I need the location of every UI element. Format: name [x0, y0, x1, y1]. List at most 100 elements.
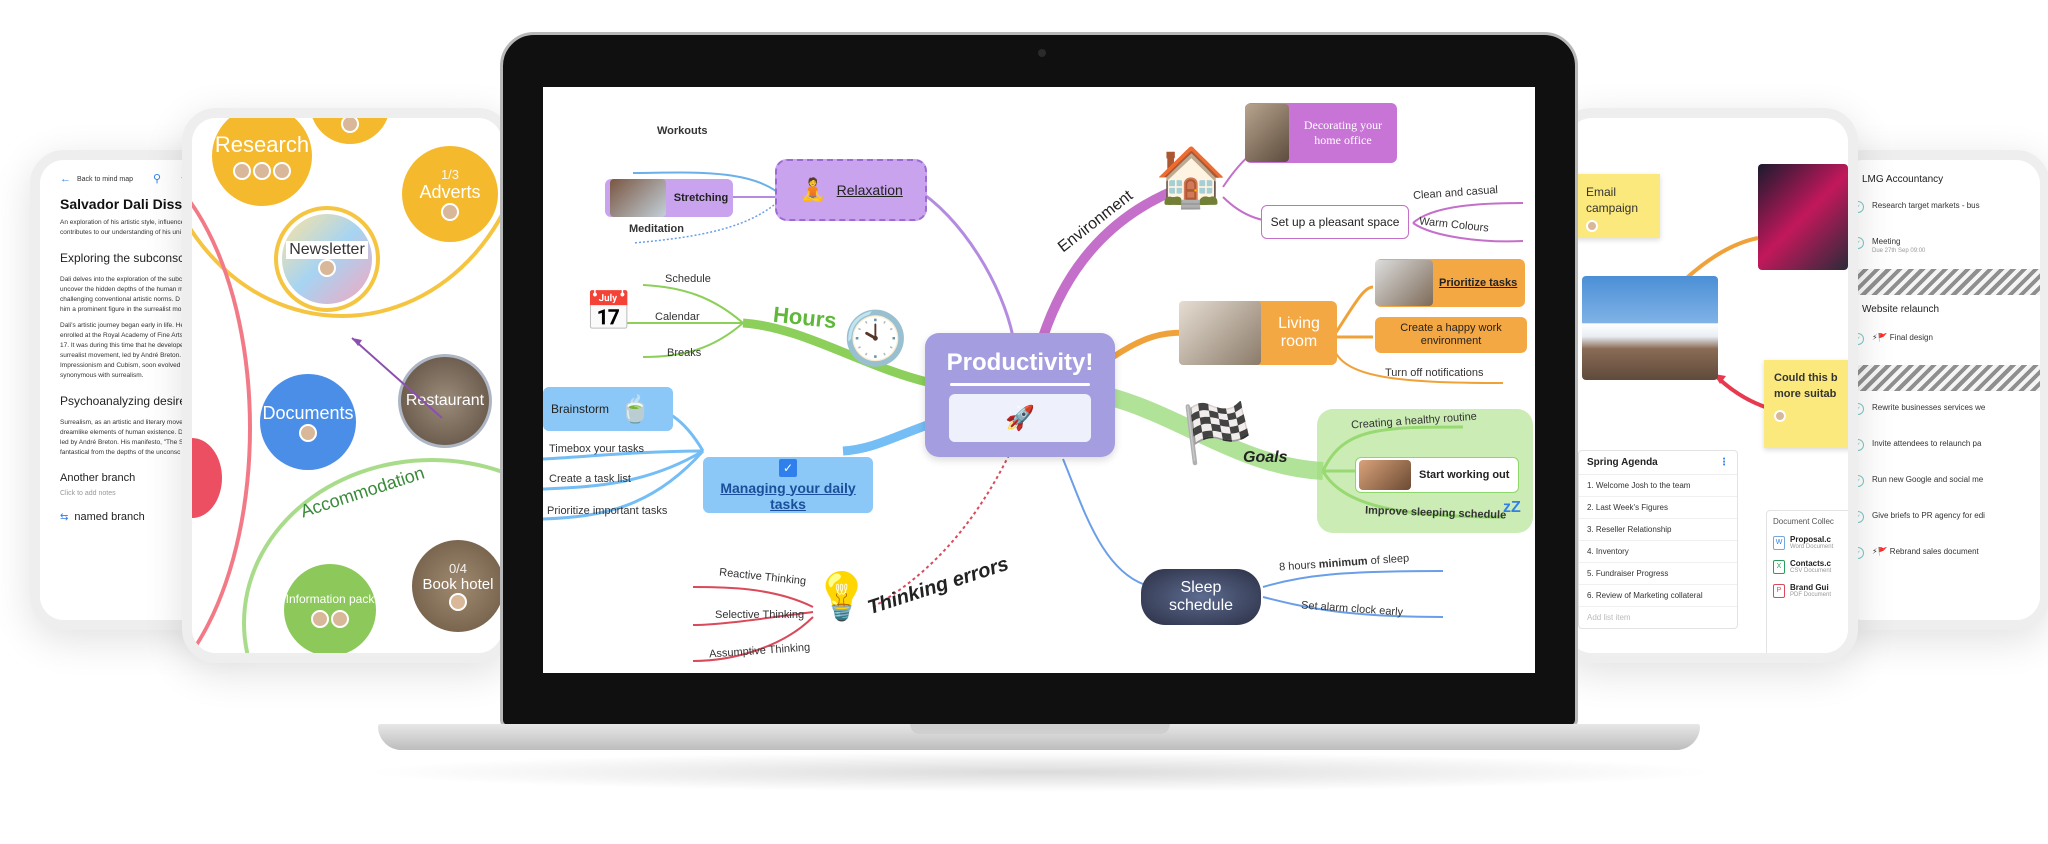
more-vertical-icon[interactable]: ⋮ — [1719, 457, 1729, 468]
happy-work-label: Create a happy work environment — [1400, 322, 1502, 347]
information-pack-bubble[interactable]: Information pack — [284, 564, 376, 653]
email-campaign-sticky[interactable]: Email campaign — [1576, 174, 1660, 238]
pin-icon[interactable]: ⚲ — [153, 172, 162, 185]
meditation-label[interactable]: Meditation — [629, 223, 684, 235]
restaurant-bubble[interactable]: Restaurant — [398, 354, 492, 448]
central-topic-label: Productivity! — [946, 349, 1094, 376]
goals-label[interactable]: Goals — [1243, 449, 1288, 466]
decorating-node[interactable]: Decorating your home office — [1245, 103, 1397, 163]
avatar — [331, 610, 349, 628]
laptop-lid: Productivity! 🚀 🧘 Relaxation Workouts St… — [500, 32, 1578, 728]
sleep-schedule-node[interactable]: Sleep schedule — [1141, 569, 1261, 625]
stretching-node[interactable]: Stretching — [605, 179, 733, 217]
avatar — [1774, 410, 1786, 422]
back-to-mind-map-link[interactable]: Back to mind map — [77, 175, 134, 183]
agenda-item[interactable]: 2. Last Week's Figures — [1579, 497, 1737, 519]
central-underline — [950, 383, 1090, 386]
flag-icon: 🏁 — [1181, 401, 1254, 466]
newsletter-ring — [274, 206, 380, 312]
brainstorm-node[interactable]: Brainstorm 🍵 — [543, 387, 673, 431]
avatar — [318, 259, 336, 277]
calendar-icon: 📅 — [585, 291, 633, 333]
prioritize-tasks-node[interactable]: Prioritize tasks — [1375, 259, 1525, 307]
central-topic[interactable]: Productivity! 🚀 — [925, 333, 1115, 457]
newsletter-label: Newsletter — [286, 241, 368, 259]
task-list-label[interactable]: Create a task list — [549, 473, 631, 485]
adverts-label: Adverts — [419, 182, 481, 202]
agenda-item[interactable]: 1. Welcome Josh to the team — [1579, 475, 1737, 497]
start-working-out-node[interactable]: Start working out — [1355, 457, 1519, 493]
task-item[interactable]: ✓Give briefs to PR agency for edi — [1852, 507, 2040, 543]
pdf-icon: P — [1773, 583, 1785, 598]
document-paragraph: Dali's artistic journey began early in l… — [60, 321, 240, 381]
prioritize-important-label[interactable]: Prioritize important tasks — [547, 505, 668, 517]
mind-map-canvas[interactable]: Productivity! 🚀 🧘 Relaxation Workouts St… — [543, 87, 1535, 673]
managing-tasks-node[interactable]: ✓ Managing your daily tasks — [703, 457, 873, 513]
agenda-item[interactable]: 6. Review of Marketing collateral — [1579, 585, 1737, 607]
avatar — [253, 162, 271, 180]
pleasant-space-node[interactable]: Set up a pleasant space — [1261, 205, 1409, 239]
task-item[interactable]: ✓ Research target markets - bus — [1852, 197, 2040, 233]
turn-off-notifications-label[interactable]: Turn off notifications — [1385, 367, 1484, 379]
task-item[interactable]: ✓Run new Google and social me — [1852, 471, 2040, 507]
calendar-label[interactable]: Calendar — [655, 311, 700, 323]
selective-thinking-label[interactable]: Selective Thinking — [715, 609, 805, 621]
managing-tasks-label: Managing your daily tasks — [720, 479, 856, 512]
timebox-label[interactable]: Timebox your tasks — [549, 443, 644, 455]
comment-sticky[interactable]: Could this b more suitab — [1764, 360, 1848, 448]
decorating-label: Decorating your home office — [1303, 118, 1383, 147]
camera-icon — [1038, 49, 1046, 57]
avatar — [1586, 220, 1598, 232]
breaks-label[interactable]: Breaks — [667, 347, 702, 359]
stretching-label: Stretching — [673, 192, 729, 204]
agenda-list: Spring Agenda ⋮ 1. Welcome Josh to the t… — [1578, 450, 1738, 629]
unnamed-branch-row[interactable]: ⇆ ‎named branch — [60, 511, 240, 523]
document-heading: Psychoanalyzing desire. — [60, 394, 190, 408]
happy-work-node[interactable]: Create a happy work environment — [1375, 317, 1527, 353]
workout-photo — [1359, 460, 1411, 490]
task-item[interactable]: ✓Rewrite businesses services we — [1852, 399, 2040, 435]
light-bulb-icon: 💡 — [813, 570, 871, 622]
agenda-item[interactable]: 3. Reseller Relationship — [1579, 519, 1737, 541]
task-label: Research target markets - bus — [1872, 201, 1980, 210]
pleasant-space-label: Set up a pleasant space — [1270, 215, 1400, 229]
relaxation-node[interactable]: 🧘 Relaxation — [775, 159, 927, 221]
task-section[interactable]: Website relaunch — [1852, 303, 2040, 315]
adverts-count: 1/3 — [440, 167, 460, 182]
workouts-label[interactable]: Workouts — [657, 125, 708, 137]
agenda-title: Spring Agenda — [1587, 457, 1658, 468]
document-icon: W — [1773, 535, 1785, 550]
research-bubble[interactable]: Research — [212, 118, 312, 206]
doc-line: contributes to our understanding of his … — [60, 229, 182, 236]
task-item[interactable]: ✓⚡🚩 Final design — [1852, 329, 2040, 365]
book-hotel-bubble[interactable]: 0/4 Book hotel — [412, 540, 502, 632]
task-item[interactable]: ✓⚡🚩 Rebrand sales document — [1852, 543, 2040, 579]
tasks-tablet: LMG Accountancy ✓ Research target market… — [1830, 150, 2048, 630]
task-item[interactable]: ✓ Meeting Due 27th Sep 09:00 — [1852, 233, 2040, 269]
adverts-bubble[interactable]: 1/3 Adverts — [402, 146, 498, 242]
living-room-label: Living room — [1278, 315, 1320, 350]
task-item[interactable]: ✓Invite attendees to relaunch pa — [1852, 435, 2040, 471]
book-hotel-label: Book hotel — [422, 576, 494, 593]
schedule-label[interactable]: Schedule — [665, 273, 711, 285]
back-arrow-icon[interactable]: ← — [60, 172, 71, 185]
agenda-item[interactable]: 5. Fundraiser Progress — [1579, 563, 1737, 585]
newsletter-bubble[interactable]: Newsletter — [282, 214, 372, 304]
information-pack-label: Information pack — [285, 592, 375, 606]
avatar — [441, 203, 459, 221]
notes-placeholder[interactable]: Click to add notes — [60, 490, 116, 497]
branch-label[interactable]: Another branch — [60, 472, 136, 484]
agenda-item[interactable]: 4. Inventory — [1579, 541, 1737, 563]
task-label: ⚡🚩 Final design — [1872, 333, 1933, 342]
add-list-item[interactable]: Add list item — [1587, 613, 1631, 622]
documents-bubble[interactable]: Documents — [260, 374, 356, 470]
yellow-ring — [192, 118, 502, 318]
living-room-node[interactable]: Living room — [1179, 301, 1337, 365]
avatar — [233, 162, 251, 180]
document-screen: ← Back to mind map ⚲ ↶ ↷ Salvador Dali D… — [40, 160, 250, 620]
